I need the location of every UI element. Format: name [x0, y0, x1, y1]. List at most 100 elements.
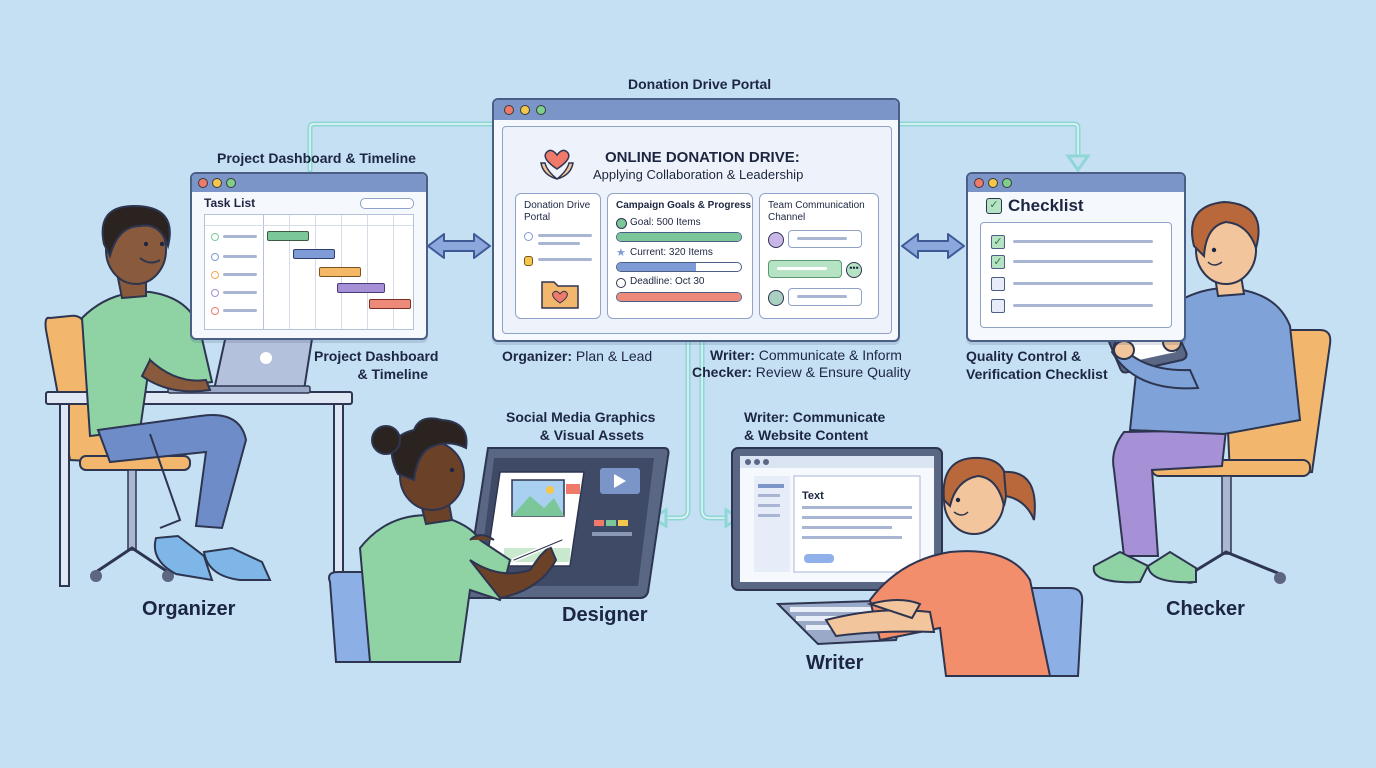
- campaign-goals-card[interactable]: Campaign Goals & Progress Goal: 500 Item…: [607, 193, 753, 319]
- task-row[interactable]: [223, 291, 257, 294]
- checker-role-text: Checker: Review & Ensure Quality: [692, 364, 911, 380]
- portal-subtitle: Applying Collaboration & Leadership: [593, 167, 804, 182]
- checker-role-rest: Review & Ensure Quality: [751, 364, 911, 380]
- search-input[interactable]: [360, 198, 414, 209]
- checker-role-bold: Checker:: [692, 364, 752, 380]
- avatar-icon: [768, 290, 784, 306]
- goal-label: Goal: 500 Items: [630, 217, 701, 228]
- donation-portal-window: ONLINE DONATION DRIVE: Applying Collabor…: [492, 98, 900, 342]
- portal-headline: ONLINE DONATION DRIVE:: [605, 149, 800, 166]
- close-dot-icon[interactable]: [504, 105, 514, 115]
- writer-caption: Writer: Communicate & Website Content: [744, 409, 885, 443]
- star-icon: ★: [616, 247, 626, 259]
- maximize-dot-icon[interactable]: [1002, 178, 1012, 188]
- organizer-role-rest: Plan & Lead: [572, 348, 653, 364]
- current-label: Current: 320 Items: [630, 247, 713, 258]
- task-status-icon: [211, 233, 219, 241]
- portal-card-title: Donation Drive Portal: [524, 200, 591, 223]
- goal-icon: [616, 218, 627, 229]
- organizer-role-bold: Organizer:: [502, 348, 573, 364]
- organizer-name: Organizer: [142, 598, 236, 620]
- project-dashboard-window: Task List: [190, 172, 428, 340]
- minimize-dot-icon[interactable]: [520, 105, 530, 115]
- writer-editor-text[interactable]: Text: [802, 490, 824, 502]
- organizer-role-text: Organizer: Plan & Lead: [502, 348, 652, 364]
- deadline-progress-bar: [616, 292, 742, 302]
- dashboard-below-caption-line2: & Timeline: [357, 366, 428, 382]
- double-arrow-right: [901, 233, 965, 259]
- maximize-dot-icon[interactable]: [536, 105, 546, 115]
- close-dot-icon[interactable]: [198, 178, 208, 188]
- checklist-title: Checklist: [1008, 196, 1084, 215]
- current-progress-bar: [616, 262, 742, 272]
- deadline-label: Deadline: Oct 30: [630, 276, 705, 287]
- campaign-goals-title: Campaign Goals & Progress: [616, 200, 752, 211]
- gantt-bar[interactable]: [319, 267, 361, 277]
- gantt-bar[interactable]: [267, 231, 309, 241]
- chat-bubble: [788, 288, 862, 306]
- task-list-title: Task List: [204, 196, 256, 210]
- task-row[interactable]: [223, 309, 257, 312]
- gantt-bar[interactable]: [293, 249, 335, 259]
- portal-card[interactable]: Donation Drive Portal: [515, 193, 601, 319]
- typing-icon: •••: [846, 262, 862, 278]
- checkbox[interactable]: ✓: [991, 235, 1005, 249]
- avatar-icon: [768, 232, 784, 248]
- task-status-icon: [211, 271, 219, 279]
- dashboard-below-caption-line1: Project Dashboard: [314, 348, 439, 364]
- writer-illustration: [731, 447, 1084, 677]
- designer-caption-line2: & Visual Assets: [539, 427, 644, 443]
- writer-caption-line2: & Website Content: [744, 427, 869, 443]
- designer-caption-line1: Social Media Graphics: [506, 409, 656, 425]
- current-progress-fill: [617, 263, 697, 271]
- writer-caption-line1: Writer: Communicate: [744, 409, 886, 425]
- status-icon: [524, 232, 533, 241]
- maximize-dot-icon[interactable]: [226, 178, 236, 188]
- team-communication-card[interactable]: Team Communication Channel •••: [759, 193, 879, 319]
- heart-hands-icon: [540, 149, 574, 180]
- connector-arrowhead: [1065, 154, 1091, 173]
- portal-caption: Donation Drive Portal: [628, 76, 772, 92]
- minimize-dot-icon[interactable]: [212, 178, 222, 188]
- task-row[interactable]: [223, 255, 257, 258]
- checklist-caption: Quality Control & Verification Checklist: [966, 348, 1108, 382]
- checklist-window: ✓ Checklist ✓ ✓: [966, 172, 1186, 342]
- clock-icon: [616, 278, 626, 288]
- gantt-chart: [204, 214, 414, 330]
- writer-name: Writer: [806, 652, 864, 674]
- window-titlebar: [192, 174, 426, 192]
- gantt-bar[interactable]: [337, 283, 385, 293]
- close-dot-icon[interactable]: [974, 178, 984, 188]
- dashboard-caption: Project Dashboard & Timeline: [217, 150, 416, 166]
- goal-progress-fill: [617, 233, 741, 241]
- organizer-illustration: [44, 204, 353, 587]
- chat-bubble: [788, 230, 862, 248]
- writer-role-rest: Communicate & Inform: [754, 347, 902, 363]
- task-status-icon: [211, 307, 219, 315]
- gantt-bar[interactable]: [369, 299, 411, 309]
- chat-bubble-own: [768, 260, 842, 278]
- task-row[interactable]: [223, 273, 257, 276]
- goal-progress-bar: [616, 232, 742, 242]
- checker-name: Checker: [1166, 598, 1245, 620]
- folder-heart-icon: [541, 281, 579, 309]
- checklist-caption-line1: Quality Control &: [966, 348, 1082, 364]
- dashboard-below-caption: Project Dashboard & Timeline: [314, 348, 439, 382]
- window-titlebar: [494, 100, 898, 120]
- checkbox[interactable]: ✓: [991, 255, 1005, 269]
- task-status-icon: [211, 253, 219, 261]
- team-communication-title: Team Communication Channel: [768, 200, 865, 223]
- minimize-dot-icon[interactable]: [988, 178, 998, 188]
- checklist-icon: ✓: [986, 198, 1002, 214]
- task-status-icon: [211, 289, 219, 297]
- task-row[interactable]: [223, 235, 257, 238]
- checkbox[interactable]: [991, 277, 1005, 291]
- designer-caption: Social Media Graphics & Visual Assets: [506, 409, 656, 443]
- checklist-body: ✓ ✓: [980, 222, 1172, 328]
- double-arrow-left: [427, 233, 491, 259]
- checkbox[interactable]: [991, 299, 1005, 313]
- window-titlebar: [968, 174, 1184, 192]
- portal-content: ONLINE DONATION DRIVE: Applying Collabor…: [502, 126, 892, 334]
- writer-role-bold: Writer:: [710, 347, 755, 363]
- checklist-caption-line2: Verification Checklist: [966, 366, 1108, 382]
